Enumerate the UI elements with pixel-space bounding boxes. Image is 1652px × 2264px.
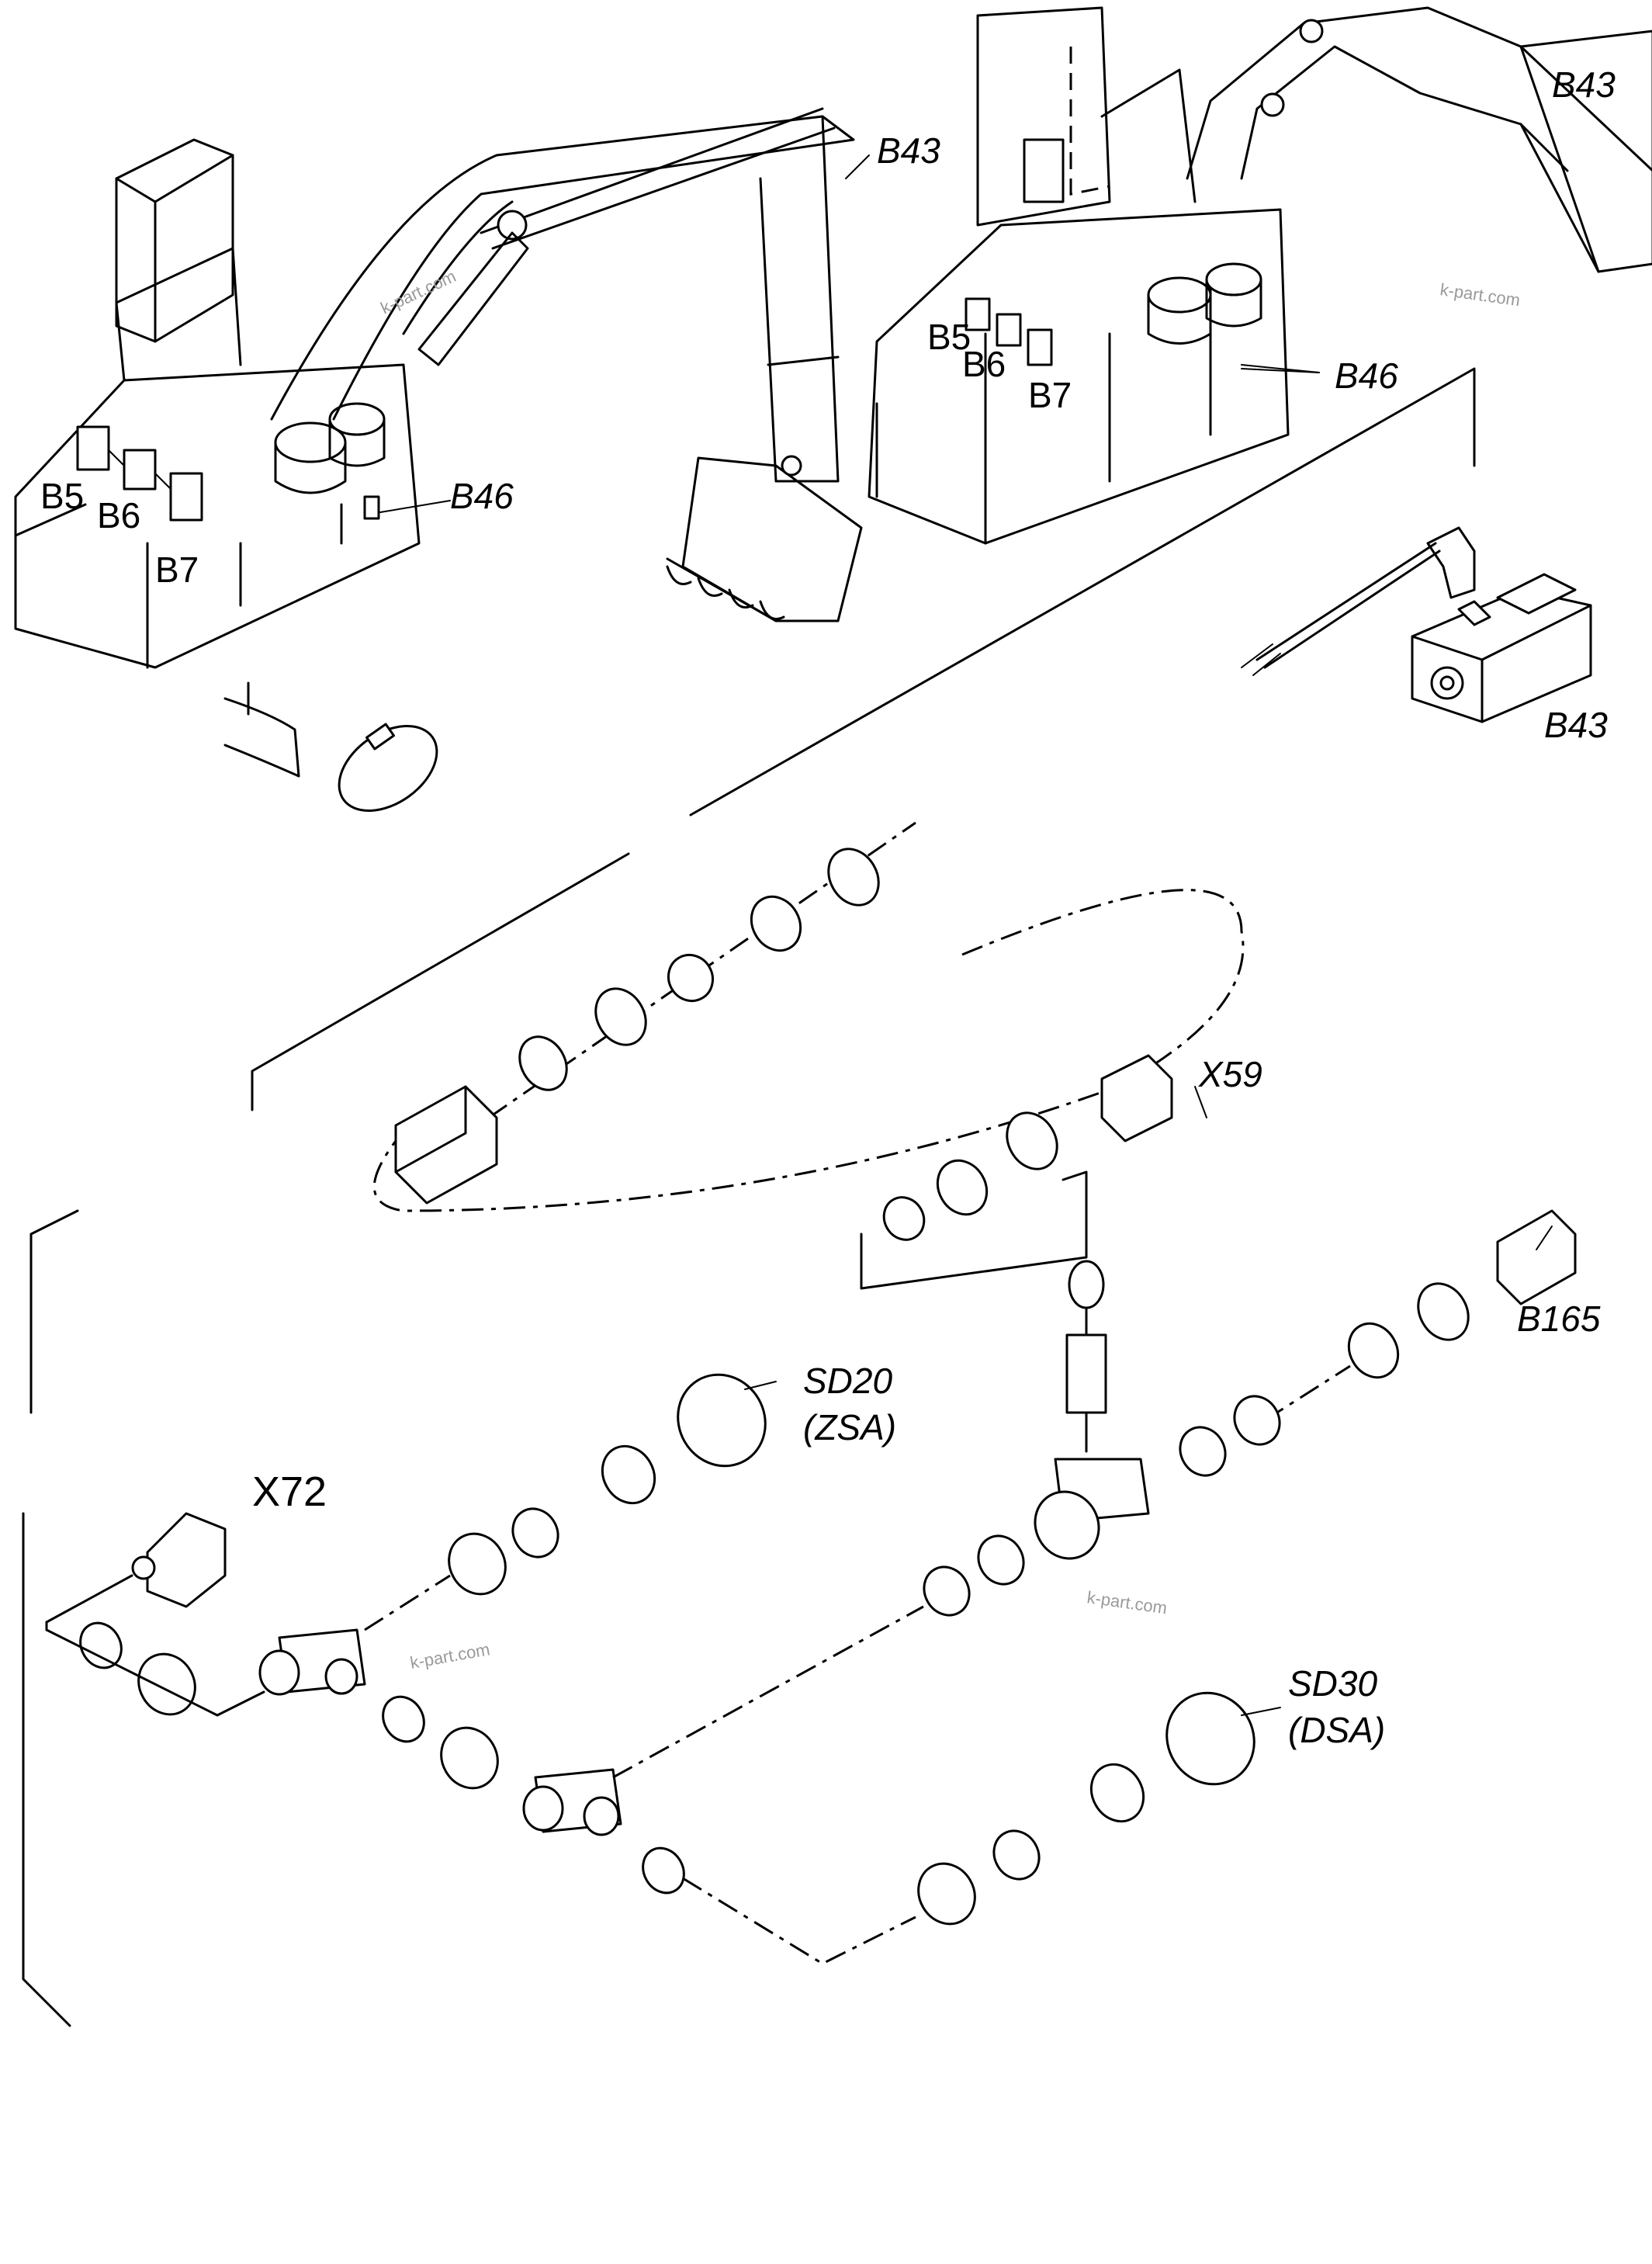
central-tee-assembly (923, 1260, 1150, 1617)
label-sd20: SD20 (803, 1361, 892, 1401)
leader-lines (379, 154, 1553, 1716)
b165-harness (1179, 1209, 1577, 1477)
watermark: k-part.com (1086, 1587, 1168, 1617)
b43-valve (1241, 526, 1592, 723)
excavator-left-illustration (14, 107, 863, 669)
label-x72: X72 (252, 1468, 327, 1515)
label-b7-left: B7 (155, 550, 199, 590)
label-b5-right: B5 (927, 317, 971, 357)
label-x59: X59 (1198, 1054, 1262, 1094)
label-b6-left: B6 (97, 495, 140, 536)
frame-line-upper (689, 367, 1476, 816)
label-b7-right: B7 (1028, 375, 1072, 415)
frame-line-left (22, 1209, 79, 2027)
label-b43-top-left: B43 (877, 130, 940, 171)
label-b46-right: B46 (1335, 355, 1398, 396)
label-b6-right: B6 (962, 344, 1006, 384)
label-sd20-sub: (ZSA) (803, 1407, 896, 1448)
label-b5-left: B5 (40, 476, 84, 516)
label-b43-valve: B43 (1544, 705, 1608, 745)
excavator-right-illustration (868, 6, 1652, 545)
label-sd30: SD30 (1288, 1663, 1377, 1704)
watermark: k-part.com (409, 1639, 492, 1673)
frame-line-middle (251, 852, 630, 1111)
label-b43-top-right: B43 (1552, 64, 1616, 105)
sd-harness (45, 1373, 1255, 1965)
cable-tie-and-sleeve (223, 681, 438, 813)
x59-harness (373, 821, 1245, 1290)
label-b165: B165 (1517, 1298, 1601, 1339)
label-sd30-sub: (DSA) (1288, 1710, 1385, 1750)
watermark: k-part.com (1439, 279, 1521, 310)
label-b46-left: B46 (450, 476, 514, 516)
